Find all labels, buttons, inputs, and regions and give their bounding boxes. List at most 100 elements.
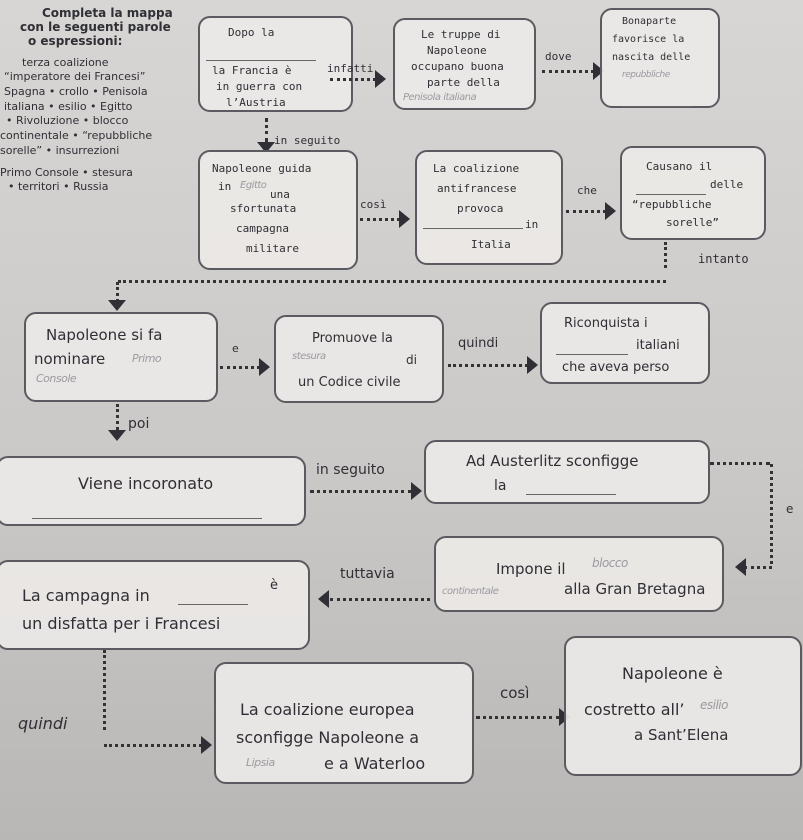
box-text: “repubbliche <box>632 198 712 211</box>
dotted-connector <box>770 464 773 564</box>
answer-blank[interactable] <box>423 212 523 229</box>
connector-quindi: quindi <box>18 714 68 733</box>
handwritten-answer[interactable]: Primo <box>132 352 162 365</box>
box-text: parte della <box>427 76 500 89</box>
connector-cosi: così <box>500 684 530 702</box>
box-text: Bonaparte <box>622 16 677 27</box>
box-text: provoca <box>457 202 504 215</box>
arrow-right-icon <box>259 358 270 376</box>
arrow-right-icon <box>201 736 212 754</box>
arrow-right-icon <box>527 356 538 374</box>
box-napoleone-guida: Napoleone guida in Egitto una sfortunata… <box>198 150 358 270</box>
box-text: l’Austria <box>226 96 286 109</box>
arrow-left-icon <box>735 558 746 576</box>
connector-cosi: così <box>360 198 387 211</box>
handwritten-answer[interactable]: Lipsia <box>246 756 275 769</box>
box-text: Causano il <box>646 160 713 173</box>
dotted-connector <box>118 280 666 283</box>
word-bank-line: sorelle” • insurrezioni <box>0 144 120 157</box>
answer-blank[interactable] <box>556 338 628 355</box>
arrow-right-icon <box>605 202 616 220</box>
dotted-connector <box>104 744 202 747</box>
box-text: delle <box>710 178 744 191</box>
box-text: un Codice civile <box>298 375 401 390</box>
box-text: Napoleone guida <box>212 162 312 175</box>
arrow-down-icon <box>108 300 126 311</box>
word-bank-line: continentale • “repubbliche <box>0 129 153 142</box>
connector-e: e <box>786 502 794 516</box>
box-text: La coalizione <box>433 162 520 175</box>
word-bank-line: • territori • Russia <box>8 180 109 193</box>
answer-blank[interactable] <box>178 588 248 605</box>
box-esilio: Napoleone è costretto all’ esilio a Sant… <box>564 636 802 776</box>
answer-blank[interactable] <box>32 502 262 519</box>
box-causano: Causano il delle “repubbliche sorelle” <box>620 146 766 240</box>
arrow-right-icon <box>593 62 604 80</box>
dotted-connector <box>220 366 260 369</box>
arrow-down-icon <box>257 142 275 153</box>
box-text: Napoleone <box>427 44 487 57</box>
box-text: sfortunata <box>230 202 297 215</box>
dotted-connector <box>476 716 560 719</box>
box-text: in <box>218 180 232 193</box>
arrow-right-icon <box>399 210 410 228</box>
connector-tuttavia: tuttavia <box>340 566 395 582</box>
dotted-connector <box>566 210 606 213</box>
box-text: Promuove la <box>312 331 393 346</box>
handwritten-answer[interactable]: Penisola italiana <box>403 92 477 103</box>
box-text: un disfatta per i Francesi <box>22 614 221 633</box>
arrow-down-icon <box>108 430 126 441</box>
box-text: la Francia è <box>212 64 292 77</box>
answer-blank[interactable] <box>622 90 692 107</box>
box-text: sconfigge Napoleone a <box>236 728 420 747</box>
dotted-connector <box>664 242 667 268</box>
box-text: è <box>270 578 278 593</box>
box-text: Napoleone si fa <box>46 326 163 344</box>
answer-blank[interactable] <box>526 478 616 495</box>
connector-quindi: quindi <box>458 336 499 351</box>
handwritten-answer[interactable]: stesura <box>292 351 326 362</box>
dotted-connector <box>116 404 119 430</box>
handwritten-answer[interactable]: Console <box>36 372 77 385</box>
box-riconquista: Riconquista i italiani che aveva perso <box>540 302 710 384</box>
box-text: Dopo la <box>228 26 275 39</box>
box-nominare: Napoleone si fa nominare Primo Console <box>24 312 218 402</box>
box-campagna: La campagna in è un disfatta per i Franc… <box>0 560 310 650</box>
answer-blank[interactable] <box>206 44 316 61</box>
dotted-connector <box>744 566 772 569</box>
answer-blank[interactable] <box>636 178 706 195</box>
box-blocco: Impone il blocco continentale alla Gran … <box>434 536 724 612</box>
box-text: e a Waterloo <box>324 754 426 773</box>
dotted-connector <box>330 78 376 81</box>
box-text: Napoleone è <box>622 664 723 683</box>
arrow-left-icon <box>318 590 329 608</box>
box-text: nascita delle <box>612 52 691 63</box>
box-text: una <box>270 188 290 201</box>
box-dopo-la: Dopo la la Francia è in guerra con l’Aus… <box>198 16 353 112</box>
box-text: Le truppe di <box>421 28 501 41</box>
box-incoronato: Viene incoronato <box>0 456 306 526</box>
box-truppe: Le truppe di Napoleone occupano buona pa… <box>393 18 536 110</box>
dotted-connector <box>360 218 400 221</box>
connector-poi: poi <box>128 416 150 432</box>
box-coalizione-europea: La coalizione europea sconfigge Napoleon… <box>214 662 474 784</box>
dotted-connector <box>710 462 770 465</box>
handwritten-answer[interactable]: blocco <box>592 556 628 570</box>
instruction-line-1: Completa la mappa <box>42 6 173 20</box>
handwritten-answer[interactable]: repubbliche <box>622 70 670 80</box>
box-text: Viene incoronato <box>78 474 214 493</box>
box-text: antifrancese <box>437 182 517 195</box>
box-text: nominare <box>34 350 106 368</box>
box-coalizione: La coalizione antifrancese provoca in It… <box>415 150 563 265</box>
handwritten-answer[interactable]: esilio <box>700 698 728 712</box>
handwritten-answer[interactable]: continentale <box>442 586 499 597</box>
box-austerlitz: Ad Austerlitz sconfigge la <box>424 440 710 504</box>
handwritten-answer[interactable]: Egitto <box>240 180 267 191</box>
box-text: militare <box>246 242 299 255</box>
box-text: italiani <box>636 338 680 353</box>
connector-intanto: intanto <box>698 252 749 266</box>
word-bank-line: terza coalizione <box>22 56 109 69</box>
box-text: Riconquista i <box>564 316 648 331</box>
connector-infatti: infatti <box>327 62 374 75</box>
